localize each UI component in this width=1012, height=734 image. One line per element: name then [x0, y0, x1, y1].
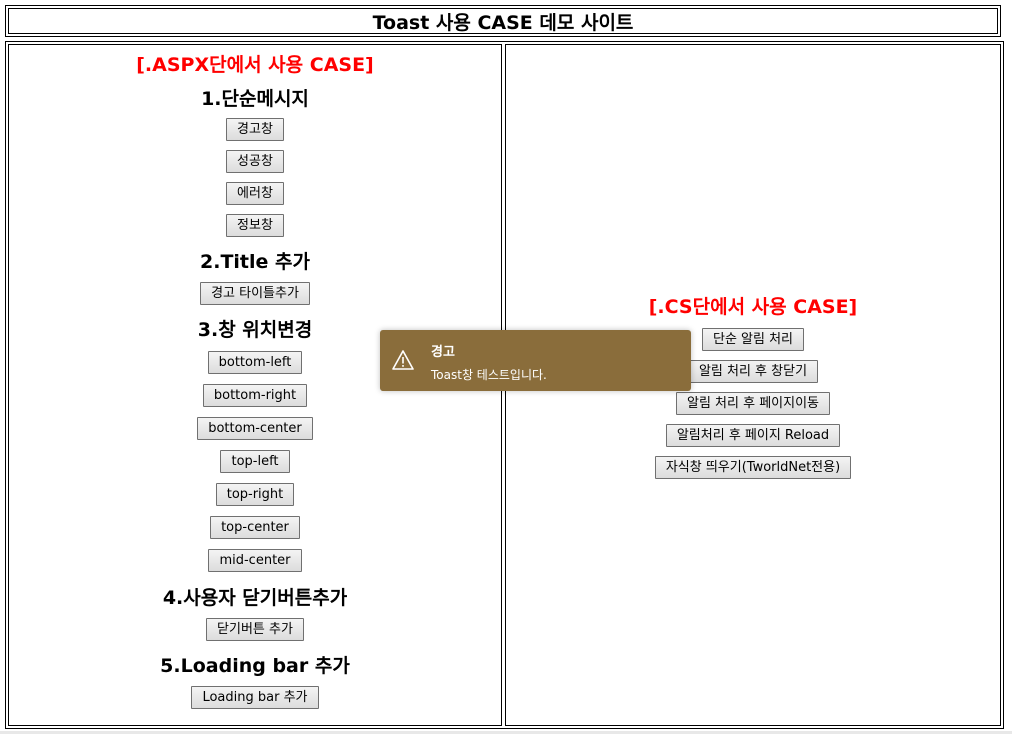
add-loading-bar-button[interactable]: Loading bar 추가 — [191, 686, 319, 709]
section-title-loading-bar: 5.Loading bar 추가 — [160, 655, 350, 677]
notify-reload-page-button[interactable]: 알림처리 후 페이지 Reload — [665, 424, 841, 447]
page-title: Toast 사용 CASE 데모 사이트 — [8, 8, 998, 34]
position-bottom-left-button[interactable]: bottom-left — [207, 351, 303, 374]
error-button[interactable]: 에러창 — [226, 182, 284, 205]
notify-close-window-button[interactable]: 알림 처리 후 창닫기 — [687, 360, 819, 383]
position-bottom-right-button[interactable]: bottom-right — [202, 384, 308, 407]
aspx-case-panel: [.ASPX단에서 사용 CASE] 1.단순메시지 경고창 성공창 에러창 정… — [8, 44, 502, 726]
section-title-add-title: 2.Title 추가 — [200, 251, 310, 273]
section-title-close-button: 4.사용자 닫기버튼추가 — [162, 587, 348, 609]
cs-case-title: [.CS단에서 사용 CASE] — [648, 296, 858, 318]
warning-button[interactable]: 경고창 — [226, 118, 284, 141]
toast-title: 경고 — [431, 345, 455, 360]
main-panels: [.ASPX단에서 사용 CASE] 1.단순메시지 경고창 성공창 에러창 정… — [5, 41, 1004, 729]
notify-navigate-page-button[interactable]: 알림 처리 후 페이지이동 — [676, 392, 830, 415]
info-button[interactable]: 정보창 — [226, 214, 284, 237]
toast-message: Toast창 테스트입니다. — [431, 368, 547, 382]
position-top-right-button[interactable]: top-right — [215, 483, 295, 506]
simple-notify-button[interactable]: 단순 알림 처리 — [701, 328, 805, 351]
success-button[interactable]: 성공창 — [226, 150, 284, 173]
horizontal-scrollbar[interactable] — [0, 731, 1012, 734]
page-title-frame: Toast 사용 CASE 데모 사이트 — [5, 5, 1001, 37]
cs-case-panel: [.CS단에서 사용 CASE] 단순 알림 처리 알림 처리 후 창닫기 알림… — [505, 44, 1001, 726]
position-top-center-button[interactable]: top-center — [210, 516, 300, 539]
section-title-simple-message: 1.단순메시지 — [201, 88, 309, 110]
aspx-case-title: [.ASPX단에서 사용 CASE] — [136, 54, 374, 76]
section-title-position-change: 3.창 위치변경 — [197, 319, 313, 341]
warning-icon — [392, 349, 414, 371]
position-bottom-center-button[interactable]: bottom-center — [197, 417, 313, 440]
position-mid-center-button[interactable]: mid-center — [208, 549, 302, 572]
position-top-left-button[interactable]: top-left — [220, 450, 290, 473]
toast-notification[interactable]: 경고 Toast창 테스트입니다. — [380, 330, 691, 391]
add-close-button[interactable]: 닫기버튼 추가 — [206, 618, 304, 641]
open-child-window-button[interactable]: 자식창 띄우기(TworldNet전용) — [654, 456, 852, 479]
warning-title-add-button[interactable]: 경고 타이틀추가 — [200, 282, 310, 305]
